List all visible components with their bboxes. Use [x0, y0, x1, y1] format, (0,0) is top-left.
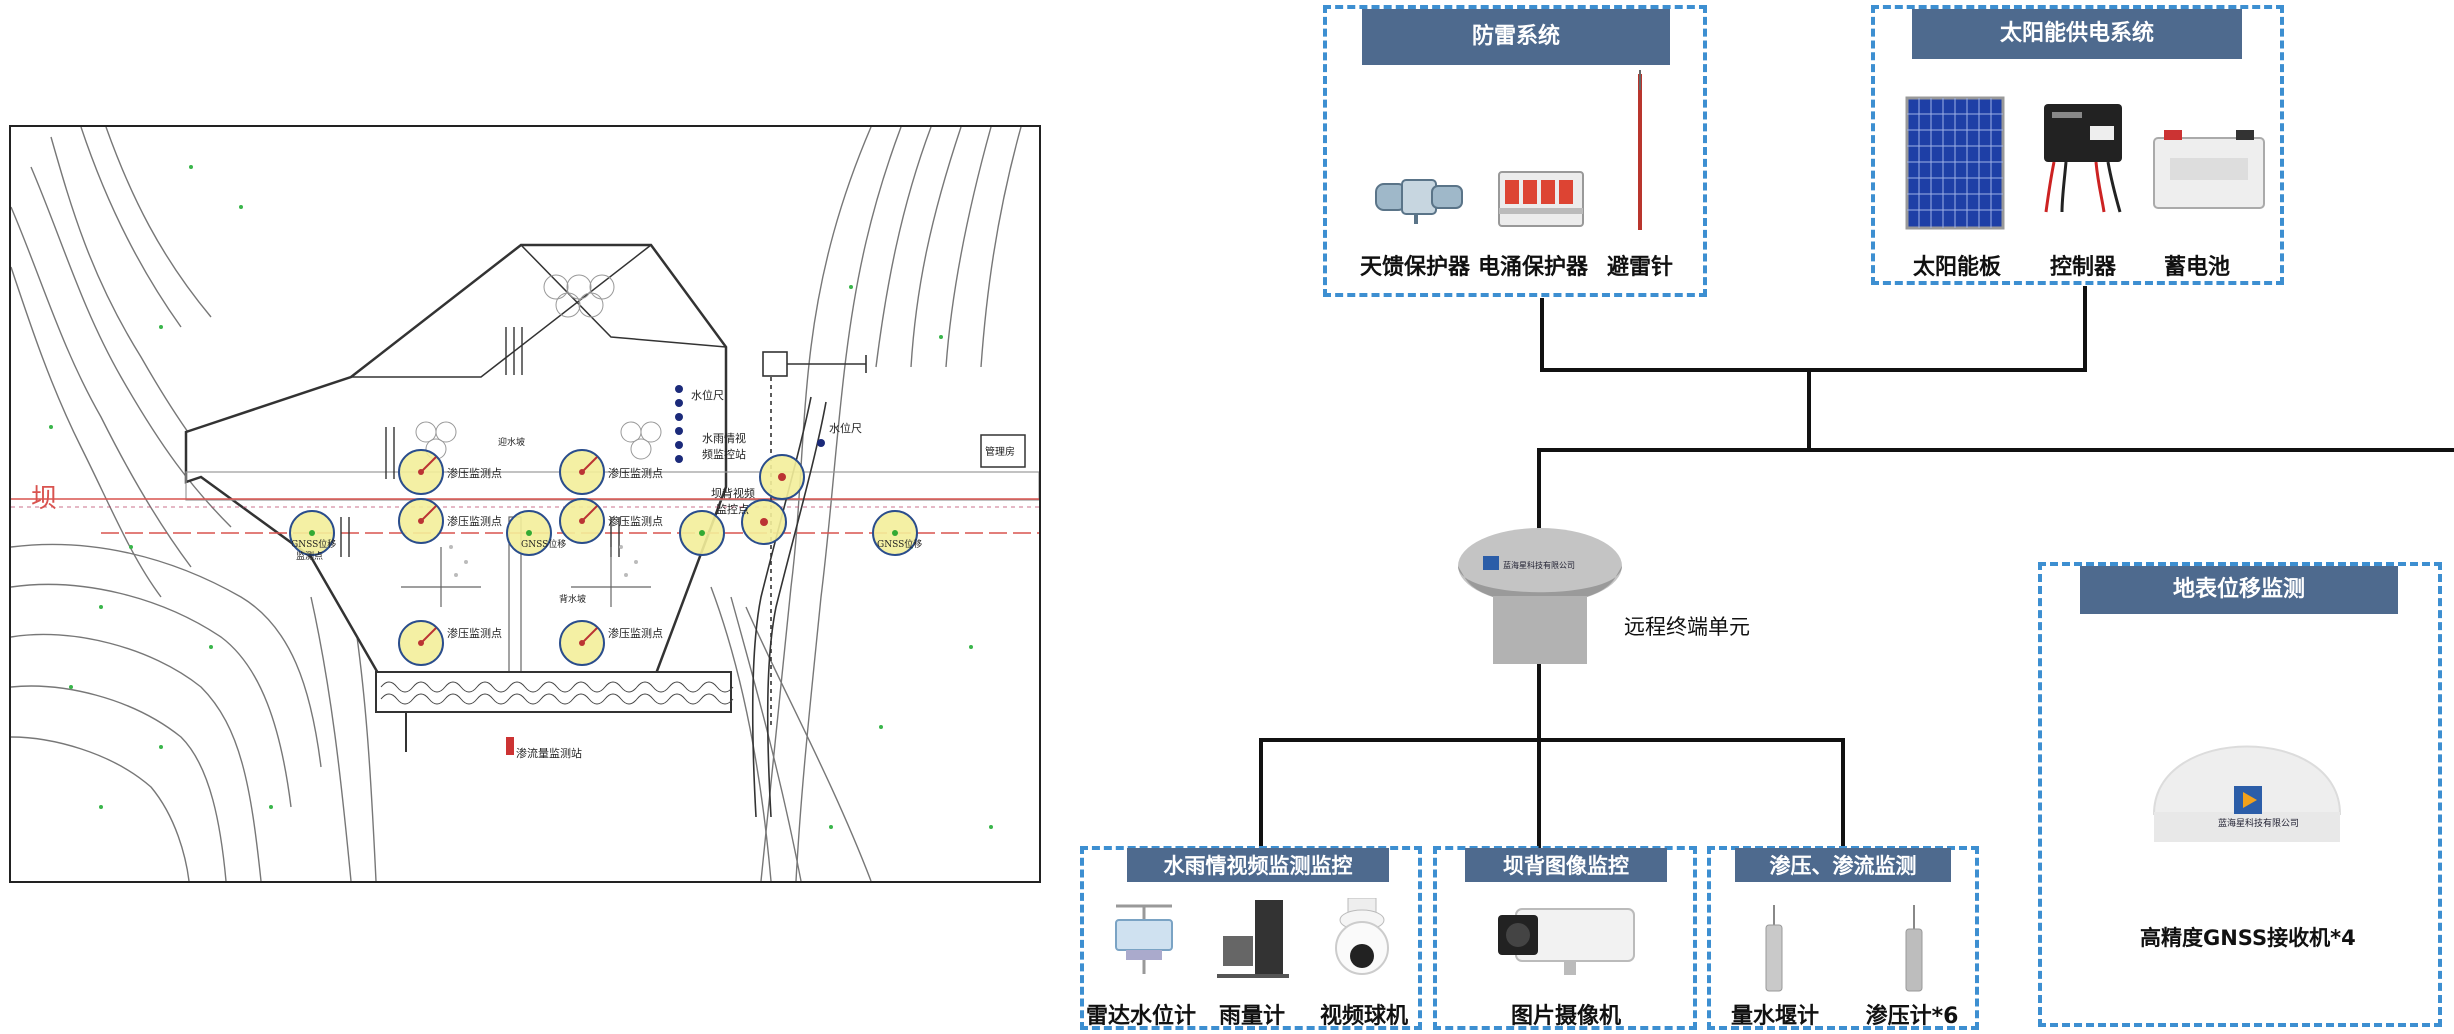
gnss-label: GNSS位移 [877, 538, 922, 550]
surge-protector-icon [1498, 171, 1584, 227]
water-gauge-label: 水位尺 [829, 421, 862, 435]
seepage-label: 渗压监测点 [608, 466, 663, 480]
connector-line [2083, 286, 2087, 370]
downstream-label: 背水坡 [559, 593, 586, 605]
solar-system-panel [1871, 5, 2284, 285]
connector-line [1537, 660, 1541, 740]
still-camera-label: 图片摄像机 [1510, 1004, 1621, 1029]
water-gauge-label: 水位尺 [691, 388, 724, 402]
lightning-rod-icon [1638, 70, 1642, 230]
lightning-system-panel [1323, 5, 1707, 297]
dam-label: 坝 [31, 484, 57, 514]
connector-line [1537, 738, 1541, 850]
controller-icon [2044, 104, 2122, 213]
lightning-system-title: 防雷系统 [1362, 9, 1670, 65]
gnss-panel-title: 地表位移监测 [2080, 566, 2398, 614]
seepage-label: 渗压监测点 [447, 466, 502, 480]
dome-camera-icon [1335, 898, 1389, 975]
seepage-marker [398, 498, 444, 544]
seepage-marker [559, 620, 605, 666]
antenna-protector-icon [1375, 179, 1463, 224]
controller-label: 控制器 [2049, 255, 2116, 280]
connector-line [1259, 738, 1263, 850]
gnss-receiver-label: 高精度GNSS接收机*4 [2140, 926, 2356, 950]
gnss-marker [506, 510, 552, 556]
back-video-label: 监控点 [716, 502, 749, 516]
hydro-panel-title: 水雨情视频监测监控 [1127, 848, 1389, 882]
gnss-marker [289, 510, 335, 556]
connector-line [1537, 448, 2454, 452]
surge-protector-label: 电涌保护器 [1478, 255, 1589, 280]
rtu-device-icon: 蓝海星科技有限公司 [1458, 528, 1622, 664]
radar-level-icon [1115, 904, 1173, 974]
gnss-receiver-icon: 蓝海星科技有限公司 [2152, 745, 2342, 842]
antenna-protector-label: 天馈保护器 [1360, 255, 1471, 280]
back-video-label: 坝背视频 [711, 486, 755, 500]
seepage-label: 渗压监测点 [447, 514, 502, 528]
seepage-label: 渗压监测点 [608, 514, 663, 528]
flow-station-label: 渗流量监测站 [516, 746, 582, 760]
rtu-label: 远程终端单元 [1624, 615, 1750, 639]
seepage-label: 渗压监测点 [447, 626, 502, 640]
damback-panel-title: 坝背图像监控 [1465, 848, 1667, 882]
weir-gauge-icon [1765, 905, 1783, 992]
solar-panel-label: 太阳能板 [1912, 255, 2001, 280]
gnss-marker [679, 510, 725, 556]
hydro-station-label: 水雨情视 [702, 431, 746, 445]
seepage-label: 渗压监测点 [608, 626, 663, 640]
gnss-brand-text: 蓝海星科技有限公司 [2218, 817, 2299, 829]
connector-line [1540, 298, 1544, 370]
connector-line [1259, 738, 1845, 742]
solar-panel-icon [1905, 96, 2005, 230]
dome-camera-label: 视频球机 [1319, 1004, 1408, 1029]
piezometer-label: 渗压计*6 [1865, 1004, 1959, 1029]
connector-line [1807, 370, 1811, 452]
upstream-label: 迎水坡 [498, 436, 525, 448]
rain-gauge-label: 雨量计 [1218, 1004, 1285, 1029]
solar-system-title: 太阳能供电系统 [1912, 9, 2242, 59]
gnss-label: 监测点 [296, 550, 323, 562]
site-plan-drawing: 坝 渗压监测点 渗压监测点 渗压监测点 渗压监测点 渗压监测点 渗压监测点 水位… [10, 126, 1040, 882]
battery-icon [2153, 130, 2265, 209]
seepage-panel-title: 渗压、渗流监测 [1735, 848, 1951, 882]
hydro-station-label: 频监控站 [702, 447, 746, 461]
seepage-marker [398, 620, 444, 666]
dam-site-plan: 坝 渗压监测点 渗压监测点 渗压监测点 渗压监测点 渗压监测点 渗压监测点 水位… [9, 125, 1041, 883]
lightning-rod-label: 避雷针 [1606, 255, 1673, 280]
seepage-marker [559, 449, 605, 495]
gnss-label: GNSS位移 [521, 538, 566, 550]
battery-label: 蓄电池 [2163, 255, 2230, 280]
gnss-panel [2038, 562, 2442, 1027]
seepage-marker [398, 449, 444, 495]
weir-gauge-label: 量水堰计 [1730, 1004, 1819, 1029]
connector-line [1537, 448, 1541, 540]
video-marker [759, 454, 805, 500]
connector-line [1841, 738, 1845, 850]
mgmt-house-label: 管理房 [985, 445, 1015, 458]
gnss-label: GNSS位移 [291, 538, 336, 550]
radar-level-label: 雷达水位计 [1086, 1004, 1197, 1029]
connector-line [1540, 368, 2087, 372]
still-camera-icon [1498, 908, 1635, 975]
piezometer-icon [1905, 905, 1923, 992]
gnss-marker [872, 510, 918, 556]
rain-gauge-icon [1217, 900, 1289, 978]
video-marker [741, 499, 787, 545]
seepage-marker [559, 498, 605, 544]
rtu-brand-text: 蓝海星科技有限公司 [1503, 560, 1575, 570]
